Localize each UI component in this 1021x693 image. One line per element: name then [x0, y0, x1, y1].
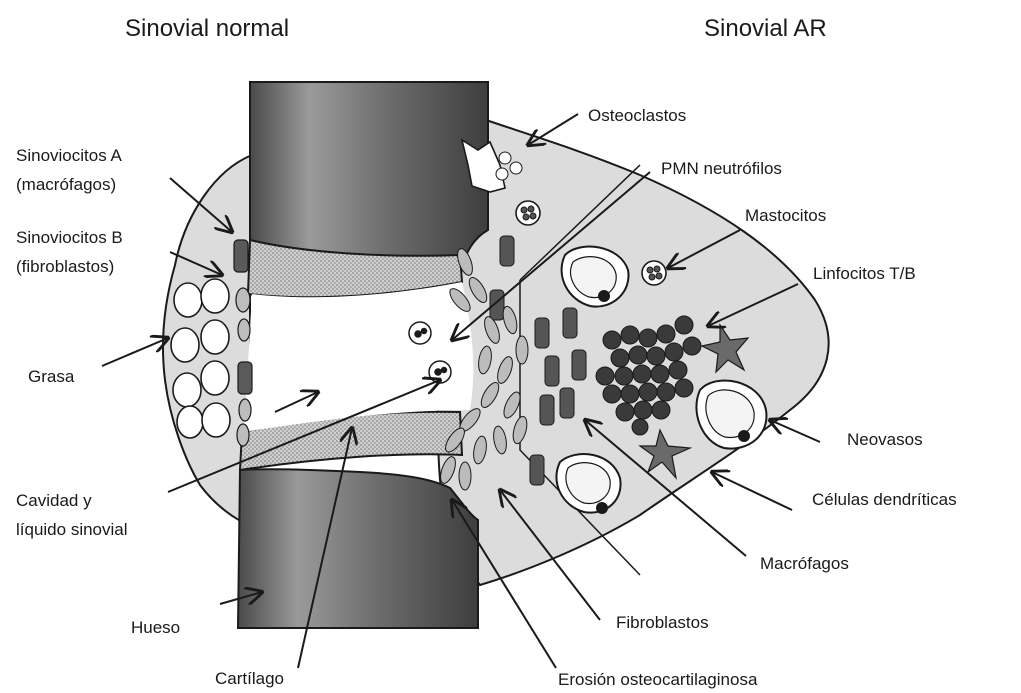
label-neovasos: Neovasos: [847, 430, 923, 449]
label-osteoclastos: Osteoclastos: [588, 106, 686, 125]
label-sinoviocitos-a-sub: (macrófagos): [16, 175, 116, 194]
label-sinoviocitos-a: Sinoviocitos A: [16, 146, 122, 165]
label-sinoviocitos-b-sub: (fibroblastos): [16, 257, 114, 276]
label-linfocitos: Linfocitos T/B: [813, 264, 916, 283]
header-sinovial-ar: Sinovial AR: [704, 15, 827, 42]
label-sinoviocitos-b: Sinoviocitos B: [16, 228, 123, 247]
label-macrofagos: Macrófagos: [760, 554, 849, 573]
label-celulas-dendriticas: Células dendríticas: [812, 490, 957, 509]
label-fibroblastos: Fibroblastos: [616, 613, 709, 632]
label-mastocitos: Mastocitos: [745, 206, 826, 225]
label-pmn: PMN neutrófilos: [661, 159, 782, 178]
label-cavidad: Cavidad y: [16, 491, 92, 510]
label-cartilago: Cartílago: [215, 669, 284, 688]
label-grasa: Grasa: [28, 367, 75, 386]
label-erosion: Erosión osteocartilaginosa: [558, 670, 758, 689]
lower-bone: [238, 469, 478, 628]
label-hueso: Hueso: [131, 618, 180, 637]
label-cavidad-sub: líquido sinovial: [16, 520, 128, 539]
header-sinovial-normal: Sinovial normal: [125, 15, 289, 42]
